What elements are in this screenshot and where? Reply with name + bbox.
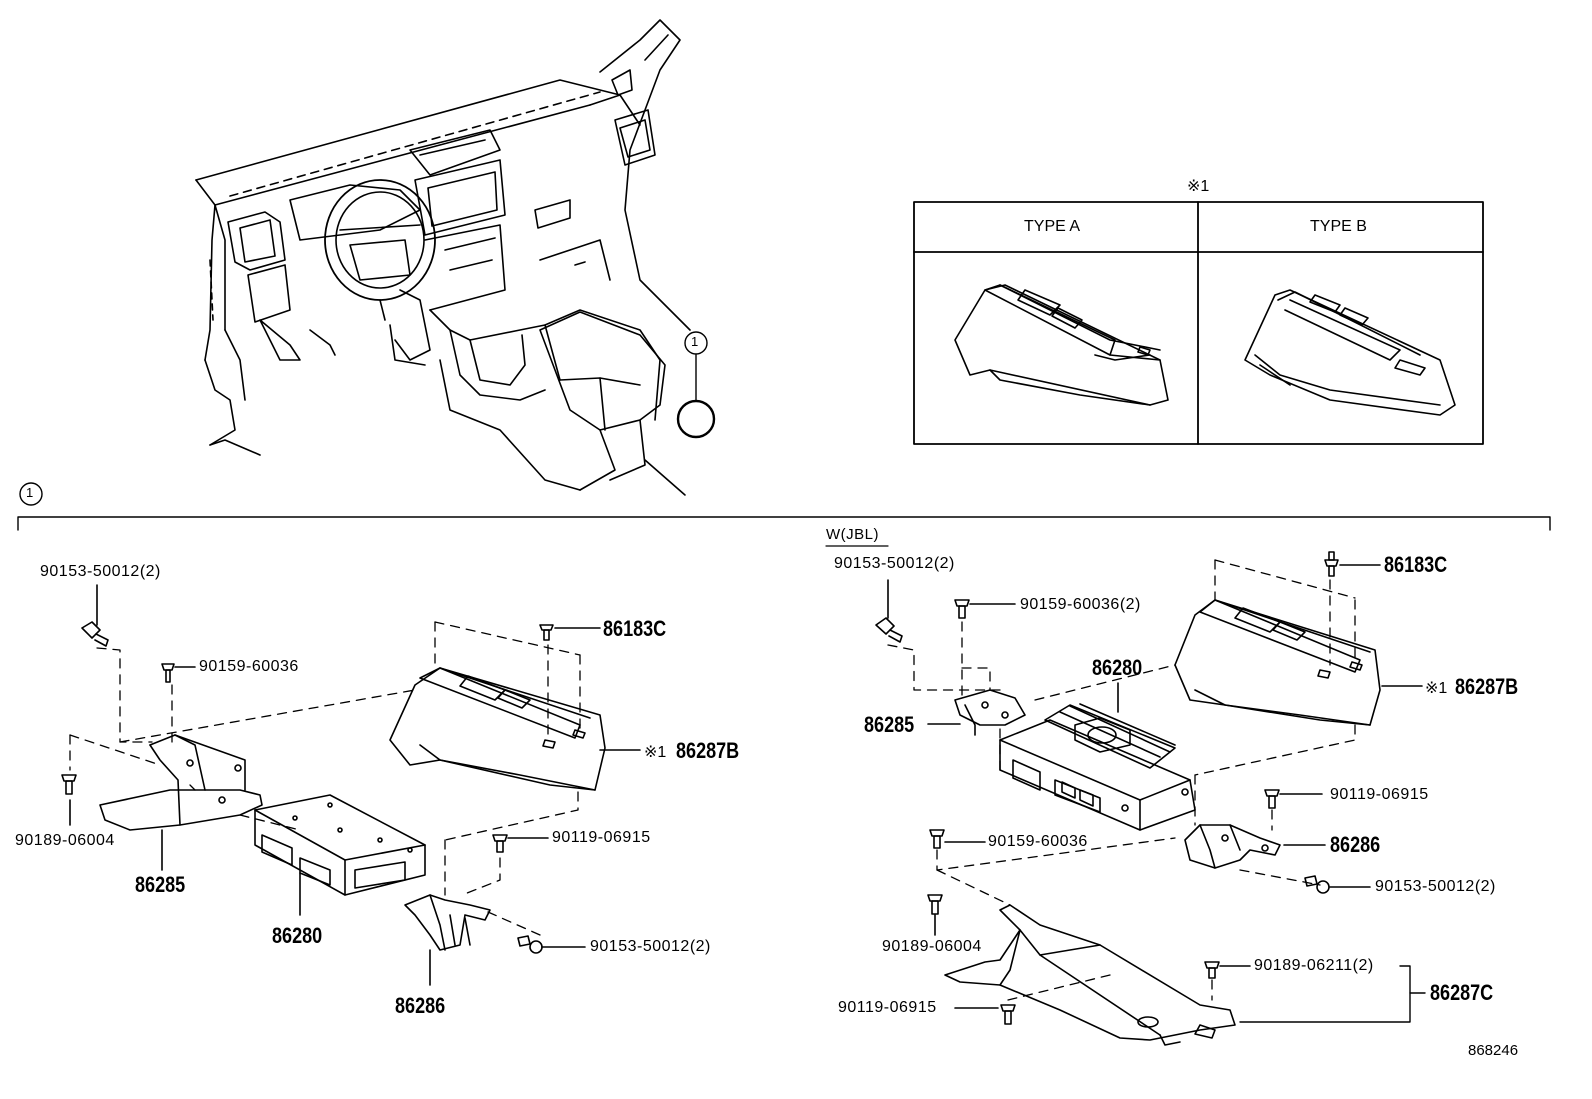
- label-left-bracket-l[interactable]: 86285: [135, 872, 186, 897]
- screw-icon: [930, 830, 944, 848]
- label-right-clip-c[interactable]: 86183C: [1384, 552, 1448, 577]
- right-assembly-dashed-lines: [888, 560, 1355, 1000]
- label-left-screw-e[interactable]: 90119-06915: [552, 829, 651, 846]
- label-right-screw-e[interactable]: 90119-06915: [1330, 786, 1429, 803]
- type-a-cover-drawing: [955, 285, 1168, 405]
- label-left-bolt-a[interactable]: 90153-50012(2): [40, 563, 161, 580]
- label-right-cover-marker: ※1: [1425, 680, 1448, 697]
- label-right-screw-b2[interactable]: 90159-60036: [988, 833, 1088, 850]
- label-left-cover-marker: ※1: [644, 744, 667, 761]
- type-table: [914, 202, 1483, 444]
- bolt-icon: [876, 618, 902, 642]
- label-left-amp[interactable]: 86280: [272, 923, 323, 948]
- right-assembly: [876, 552, 1425, 1045]
- callout-number-section: 1: [26, 485, 34, 500]
- label-right-screw-b[interactable]: 90159-60036(2): [1020, 596, 1141, 613]
- clip-icon: [1325, 552, 1338, 576]
- label-right-amp[interactable]: 86280: [1092, 655, 1143, 680]
- screw-icon: [1205, 962, 1219, 978]
- label-left-cover[interactable]: 86287B: [676, 738, 740, 763]
- label-right-screw-d[interactable]: 90189-06004: [882, 938, 982, 955]
- label-right-plate[interactable]: 86287C: [1430, 980, 1494, 1005]
- type-a-label: TYPE A: [1024, 218, 1081, 235]
- section-1-divider: [18, 483, 1550, 530]
- label-right-bracket-r[interactable]: 86286: [1330, 832, 1381, 857]
- label-right-bolt-a[interactable]: 90153-50012(2): [834, 555, 955, 572]
- dashboard-illustration: [196, 20, 690, 495]
- figure-number: 868246: [1468, 1042, 1519, 1059]
- callout-number-top: 1: [691, 334, 699, 349]
- legend-marker: ※1: [1187, 178, 1210, 195]
- label-left-bracket-r[interactable]: 86286: [395, 993, 446, 1018]
- callout-1-top[interactable]: [678, 332, 714, 437]
- label-left-screw-b[interactable]: 90159-60036: [199, 658, 299, 675]
- bolt-icon: [82, 622, 108, 646]
- label-right-bracket-l[interactable]: 86285: [864, 712, 915, 737]
- bolt-icon: [1305, 876, 1329, 893]
- type-b-cover-drawing: [1245, 290, 1455, 415]
- label-right-cover[interactable]: 86287B: [1455, 674, 1519, 699]
- screw-icon: [1001, 1005, 1015, 1024]
- screw-icon: [493, 835, 507, 852]
- left-assembly-dashed-lines: [70, 622, 580, 935]
- label-right-bolt-f[interactable]: 90153-50012(2): [1375, 878, 1496, 895]
- type-b-label: TYPE B: [1310, 218, 1367, 235]
- screw-icon: [162, 664, 174, 682]
- left-assembly: [62, 585, 640, 985]
- label-right-screw-h[interactable]: 90119-06915: [838, 999, 937, 1016]
- label-left-bolt-f[interactable]: 90153-50012(2): [590, 938, 711, 955]
- bolt-icon: [518, 936, 542, 953]
- screw-icon: [928, 895, 942, 914]
- label-left-screw-d[interactable]: 90189-06004: [15, 832, 115, 849]
- label-variant-jbl: W(JBL): [826, 526, 879, 543]
- screw-icon: [955, 600, 969, 618]
- label-left-clip-c[interactable]: 86183C: [603, 616, 667, 641]
- clip-icon: [540, 625, 553, 640]
- label-right-screw-g[interactable]: 90189-06211(2): [1254, 957, 1374, 974]
- screw-icon: [62, 775, 76, 794]
- screw-icon: [1265, 790, 1279, 808]
